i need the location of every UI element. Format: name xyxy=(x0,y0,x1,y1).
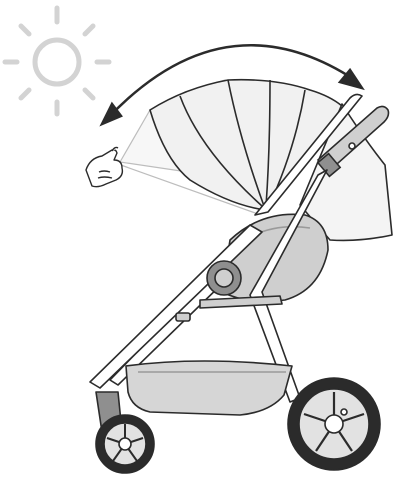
basket xyxy=(126,361,292,415)
hand-icon xyxy=(86,147,122,186)
rear-wheel xyxy=(288,378,380,470)
sun-icon xyxy=(5,8,109,114)
